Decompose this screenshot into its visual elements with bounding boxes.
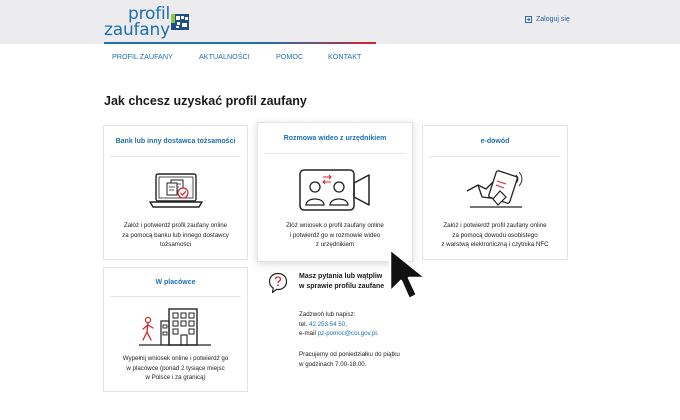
help-title-line: w sprawie profilu zaufane — [299, 283, 385, 290]
card-office-desc-line: w placówce (ponad 2 tysiące miejsc — [126, 364, 225, 372]
help-hours: Pracujemy od poniedziałku do piątku w go… — [299, 350, 400, 369]
page-title: Jak chcesz uzyskać profil zaufany — [104, 94, 307, 108]
profil-zaufany-logo[interactable]: profil zaufany — [104, 6, 194, 40]
card-office[interactable]: W placówce Wypełnij wniosek online i pot… — [103, 267, 248, 392]
accent-line — [104, 42, 376, 44]
card-edowod-title: e-dowód — [480, 138, 510, 145]
question-bubble-icon — [268, 272, 288, 294]
card-edowod[interactable]: e-dowód Załóż i potwierdź profil zaufany… — [422, 125, 568, 260]
card-bank-desc: Załóż i potwierdź profil zaufany online … — [104, 221, 247, 250]
mouse-cursor-icon — [388, 247, 428, 301]
email-suffix: . — [376, 330, 379, 337]
phone-prefix: tel. — [299, 320, 308, 328]
logo-mark-icon — [171, 14, 189, 30]
nav-item-kontakt[interactable]: KONTAKT — [328, 52, 362, 61]
top-bar — [0, 0, 680, 44]
card-bank-desc-line: tożsamości — [160, 241, 191, 248]
main-nav: PROFIL ZAUFANY AKTUALNOŚCI POMOC KONTAKT — [104, 46, 378, 66]
card-edowod-desc-line: z warstwą elektroniczną i czytnika NFC — [441, 241, 549, 248]
card-video-desc: Złóż wniosek o profil zaufany online i p… — [258, 221, 412, 250]
help-section: Masz pytania lub wątpliw w sprawie profi… — [268, 268, 428, 388]
card-bank-desc-line: Załóż i potwierdź profil zaufany online — [123, 222, 228, 229]
nav-item-pomoc[interactable]: POMOC — [276, 52, 304, 61]
laptop-icon — [148, 173, 203, 208]
logo-text-profil: profil — [128, 4, 171, 24]
phone-link[interactable]: 42 253 54 50 — [309, 320, 346, 328]
login-label: Zaloguj się — [536, 16, 570, 23]
card-edowod-desc: Załóż i potwierdź profil zaufany online … — [423, 221, 567, 250]
card-office-title: W placówce — [155, 279, 196, 286]
logo-text-zaufany: zaufany — [104, 20, 170, 40]
nav-item-profil-zaufany[interactable]: PROFIL ZAUFANY — [112, 52, 173, 61]
nav-item-aktualnosci[interactable]: AKTUALNOŚCI — [199, 52, 250, 61]
login-link[interactable]: Zaloguj się — [525, 16, 570, 23]
help-email-line: e-mail pz-pomoc@coi.gov.pl. — [299, 329, 378, 339]
card-office-desc-line: Wypełnij wniosek online i potwierdź go — [122, 355, 229, 362]
help-hours-line: w godzinach 7.00-18.00. — [299, 360, 367, 368]
card-divider — [110, 156, 241, 157]
phone-suffix: , — [345, 320, 347, 328]
help-hours-line: Pracujemy od poniedziałku do piątku — [299, 351, 400, 358]
login-icon — [525, 16, 532, 23]
card-video-desc-line: Złóż wniosek o profil zaufany online — [286, 222, 384, 229]
card-divider — [429, 156, 561, 157]
email-prefix: e-mail — [299, 330, 316, 337]
card-video[interactable]: Rozmowa wideo z urzędnikiem Złóż wniosek… — [257, 122, 413, 262]
card-bank-title: Bank lub inny dostawca tożsamości — [115, 138, 236, 145]
card-video-desc-line: i potwierdź go w rozmowie wideo — [289, 231, 381, 239]
help-title: Masz pytania lub wątpliw w sprawie profi… — [299, 272, 384, 292]
card-video-desc-line: z urzędnikiem — [315, 241, 355, 248]
office-building-icon — [138, 308, 211, 346]
card-divider — [264, 153, 406, 154]
card-edowod-desc-line: Załóż i potwierdź profil zaufany online — [443, 222, 547, 229]
card-divider — [110, 296, 241, 297]
card-edowod-desc-line: za pomocą dowodu osobistego — [452, 231, 538, 239]
card-bank-desc-line: za pomocą banku lub innego dostawcy — [122, 231, 229, 239]
card-office-desc: Wypełnij wniosek online i potwierdź go w… — [104, 354, 247, 383]
help-phone-line: tel. 42 253 54 50, — [299, 320, 378, 330]
video-call-icon — [299, 169, 370, 211]
card-office-desc-line: w Polsce i za granicą) — [145, 374, 206, 381]
help-call-label: Zadzwoń lub napisz: — [299, 311, 356, 318]
email-link[interactable]: pz-pomoc@coi.gov.pl — [317, 330, 377, 337]
help-contact: Zadzwoń lub napisz: tel. 42 253 54 50, e… — [299, 310, 378, 339]
help-title-line: Masz pytania lub wątpliw — [299, 273, 383, 280]
card-bank[interactable]: Bank lub inny dostawca tożsamości Załóż … — [103, 125, 248, 260]
card-video-title: Rozmowa wideo z urzędnikiem — [283, 135, 387, 142]
id-card-reader-icon — [466, 170, 523, 208]
